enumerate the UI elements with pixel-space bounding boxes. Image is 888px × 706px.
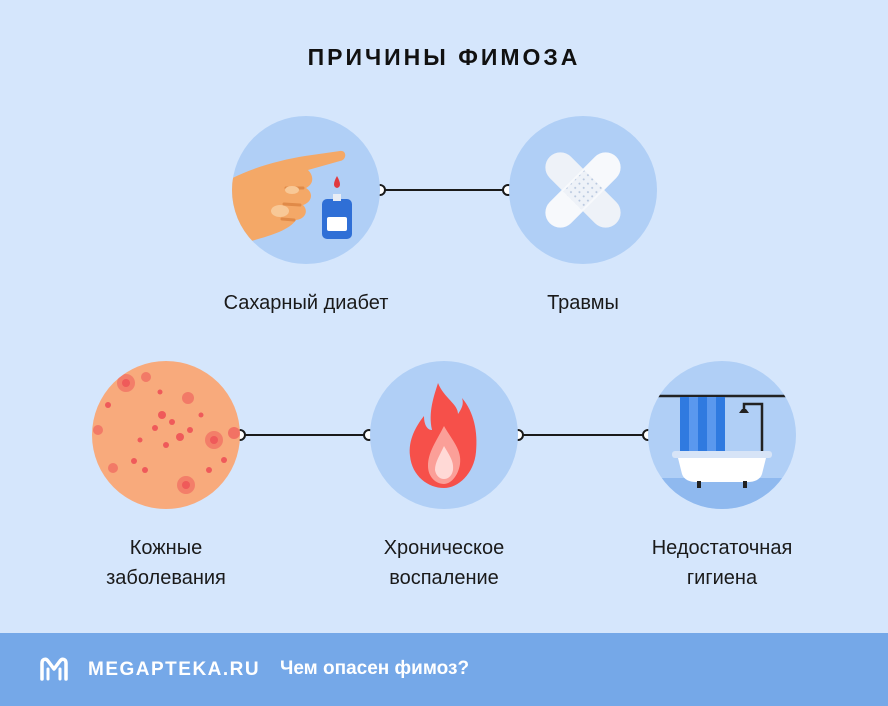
cause-label-skin-line2: заболевания <box>106 567 226 589</box>
cause-label-inflammation-line2: воспаление <box>389 567 499 589</box>
footer-bar: MEGAPTEKA.RU Чем опасен фимоз? <box>0 633 888 706</box>
cause-label-inflammation: Хроническое воспаление <box>324 533 564 593</box>
cause-label-hygiene: Недостаточная гигиена <box>602 533 842 593</box>
bandage-icon <box>509 116 657 264</box>
megapteka-logo-icon[interactable] <box>38 655 70 683</box>
glucometer-icon <box>232 116 380 264</box>
bathtub-icon <box>648 361 796 509</box>
flame-icon <box>370 361 518 509</box>
cause-label-skin: Кожные заболевания <box>46 533 286 593</box>
cause-label-diabetes: Сахарный диабет <box>223 292 389 314</box>
page-title: ПРИЧИНЫ ФИМОЗА <box>307 44 581 70</box>
cause-label-skin-line1: Кожные <box>129 537 203 559</box>
article-link[interactable]: Чем опасен фимоз? <box>280 658 470 679</box>
brand-name-link[interactable]: MEGAPTEKA.RU <box>88 659 261 680</box>
cause-label-hygiene-line2: гигиена <box>686 567 758 589</box>
cause-label-trauma: Травмы <box>547 292 619 314</box>
connector-diabetes-trauma <box>374 184 514 196</box>
cause-label-hygiene-line1: Недостаточная <box>651 537 793 559</box>
skin-rash-icon <box>92 361 240 509</box>
cause-label-inflammation-line1: Хроническое <box>383 537 505 559</box>
connector-skin-inflammation <box>234 429 375 441</box>
connector-inflammation-hygiene <box>512 429 654 441</box>
